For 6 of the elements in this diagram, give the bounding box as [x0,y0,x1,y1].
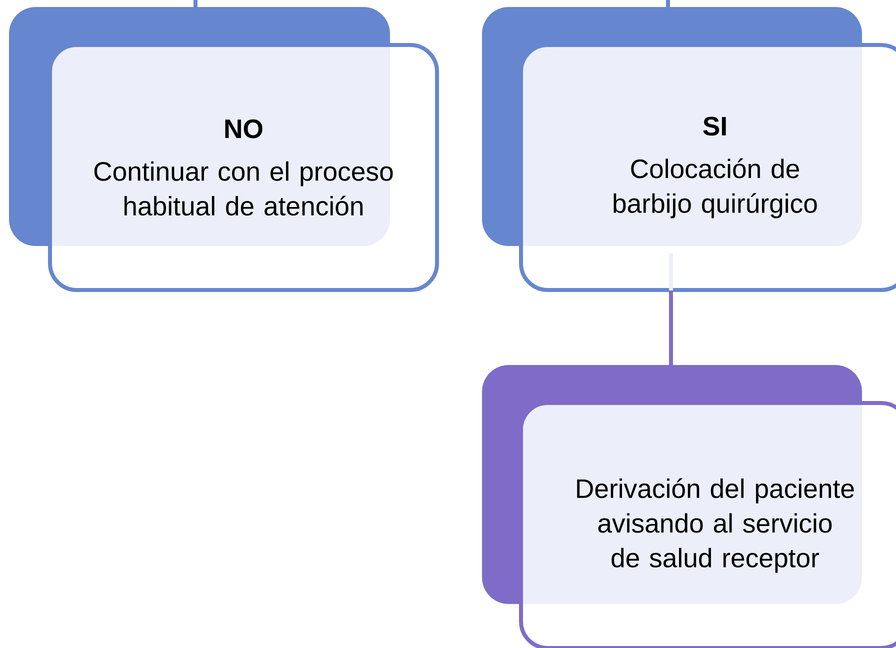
connector-line [666,0,670,8]
step-card: Derivación del paciente avisando al servicio de salud receptor [482,365,896,648]
step-card: NO Continuar con el proceso habitual de atención [9,7,439,292]
connector-line [669,290,673,366]
connector-line [194,0,198,8]
step-card: SI Colocación de barbijo quirúrgico [482,7,896,292]
